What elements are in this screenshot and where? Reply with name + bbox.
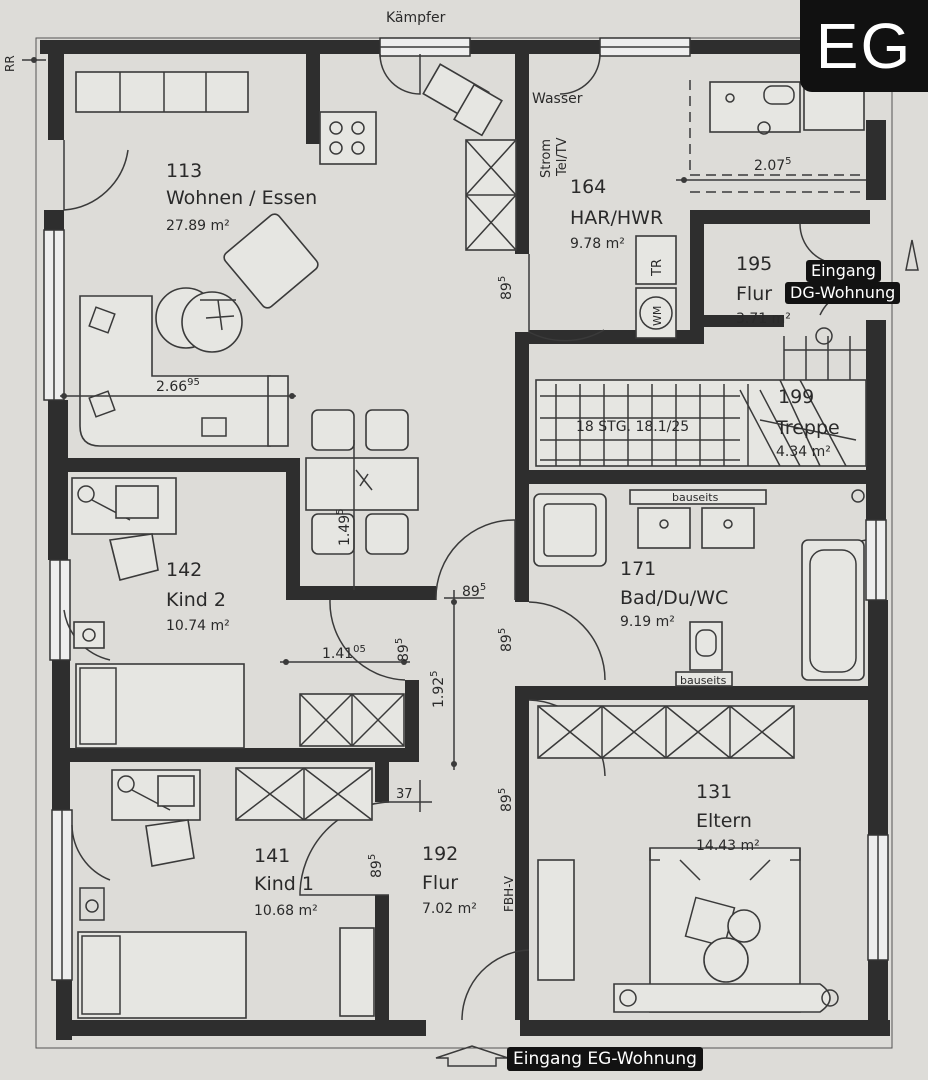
entrance-dg-label-line2: DG-Wohnung [785,282,901,304]
rr-label: RR [3,55,17,72]
room-142-number: 142 [166,559,202,581]
strom-label: Strom [539,139,554,178]
eltern-bed [613,847,839,1013]
entrance-eg-label: Eingang EG-Wohnung [507,1047,703,1071]
kind2-desk [71,477,177,581]
bath-fixtures [533,489,865,687]
tr-label: TR [650,259,665,277]
dim-89-c: 895 [462,582,486,600]
kaempfer-label: Kämpfer [386,10,446,26]
kitchen [319,63,517,251]
room-199-area: 4.34 m² [776,444,831,460]
dimension-lines [60,393,484,812]
room-164-name: HAR/HWR [570,207,663,229]
kind1-desk [111,769,201,867]
dim-37: 37 [396,787,413,802]
bauseits-top-label: bauseits [672,491,719,504]
dim-266: 2.6695 [156,377,200,395]
room-195-area: 3.71 m² [736,311,791,327]
room-171-area: 9.19 m² [620,614,675,630]
room-195-name: Flur [736,283,772,305]
room-199-number: 199 [778,386,814,408]
kind1-wardrobe [235,767,373,821]
room-131-name: Eltern [696,810,752,832]
stairs-label: 18 STG. 18.1/25 [576,419,689,435]
fbhv-label: FBH-V [502,875,516,912]
room-141-number: 141 [254,845,290,867]
dining-table [305,409,419,555]
room-171-number: 171 [620,558,656,580]
dim-89-a: 895 [497,276,515,300]
room-192-area: 7.02 m² [422,901,477,917]
armchair [223,213,319,309]
room-164-area: 9.78 m² [570,236,625,252]
room-113-number: 113 [166,160,202,182]
room-142-area: 10.74 m² [166,618,230,634]
room-192-name: Flur [422,872,458,894]
room-192-number: 192 [422,843,458,865]
eltern-shelf [537,859,575,981]
kind2-wardrobe [299,693,405,747]
room-131-number: 131 [696,781,732,803]
entrance-eg-arrow [435,1045,509,1067]
kind1-bed [77,931,247,1019]
dim-141: 1.4105 [322,644,366,662]
room-171-name: Bad/Du/WC [620,587,728,609]
rr-marker [22,57,46,63]
exterior-walls [40,40,890,1040]
wasser-label: Wasser [532,91,583,107]
stairs [535,327,867,467]
dim-2075: 2.075 [754,156,792,174]
eltern-wardrobe [537,705,795,759]
bauseits-bottom-label: bauseits [680,674,727,687]
entrance-dg-arrow [905,239,919,271]
floor-badge: EG [800,0,928,92]
room-131-area: 14.43 m² [696,838,760,854]
coffee-table [155,287,243,353]
room-164-number: 164 [570,176,606,198]
teltv-label: Tel/TV [555,137,570,177]
room-199-name: Treppe [775,417,840,439]
dim-89-d: 895 [497,628,515,652]
sideboard [75,71,249,113]
windows [43,37,889,981]
interior-walls [64,54,874,1020]
dim-149: 1.495 [335,508,353,546]
dim-89-f: 895 [367,854,385,878]
room-195-number: 195 [736,253,772,275]
kind1-shelf [339,927,375,1017]
kind2-bed [75,663,245,749]
wm-label: WM [651,306,664,326]
dim-89-e: 895 [497,788,515,812]
door-swings [63,53,871,1021]
room-141-name: Kind 1 [254,873,314,895]
socket-symbols [73,621,105,921]
dim-89-b: 895 [394,638,412,662]
entrance-dg-label-line1: Eingang [806,260,881,282]
sofa [79,295,289,447]
room-141-area: 10.68 m² [254,903,318,919]
dim-192: 1.925 [429,670,447,708]
room-142-name: Kind 2 [166,589,226,611]
room-113-area: 27.89 m² [166,218,230,234]
room-113-name: Wohnen / Essen [166,187,317,209]
